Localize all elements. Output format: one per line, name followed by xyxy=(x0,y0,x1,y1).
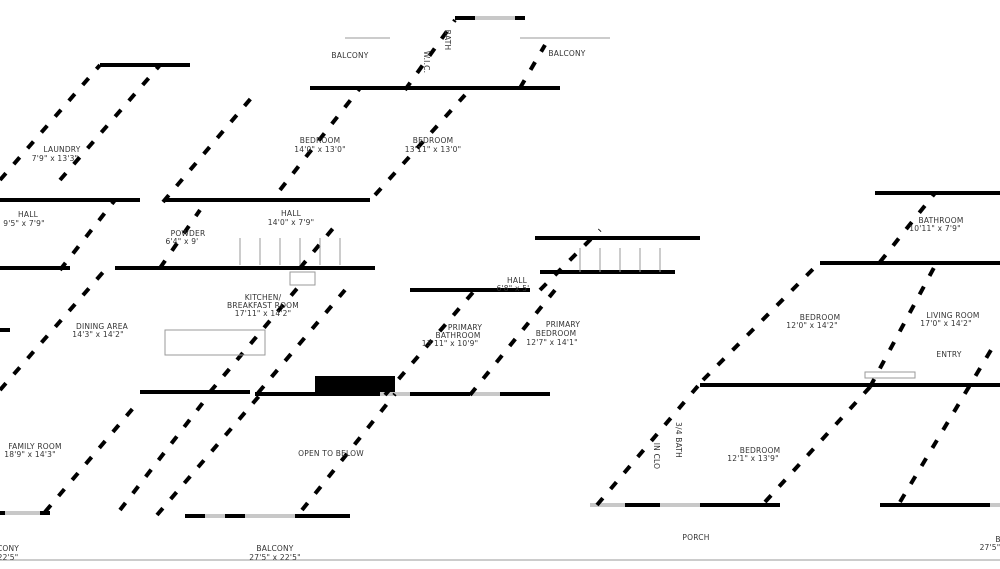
svg-text:CONY22'5": CONY22'5" xyxy=(0,544,19,562)
svg-text:3/4 BATH: 3/4 BATH xyxy=(674,422,683,458)
svg-text:W.I.C.: W.I.C. xyxy=(422,51,431,73)
svg-text:OPEN TO BELOW: OPEN TO BELOW xyxy=(298,449,364,458)
svg-text:PORCH: PORCH xyxy=(682,533,709,542)
svg-text:B27'5": B27'5" xyxy=(980,535,1000,552)
walls xyxy=(0,16,1000,561)
svg-text:BALCONY: BALCONY xyxy=(548,49,585,58)
solid-block xyxy=(315,376,395,394)
svg-text:BALCONY: BALCONY xyxy=(331,51,368,60)
svg-text:ENTRY: ENTRY xyxy=(936,350,961,359)
svg-text:BATH: BATH xyxy=(443,30,452,51)
svg-text:IN CLO: IN CLO xyxy=(652,443,661,469)
